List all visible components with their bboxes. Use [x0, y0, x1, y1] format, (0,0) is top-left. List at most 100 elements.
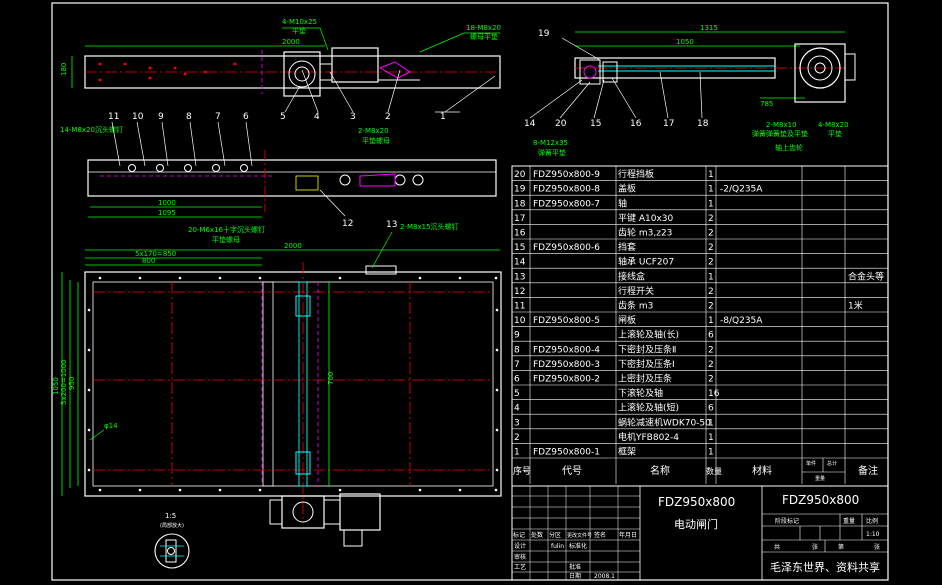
bom-cell-no: 18	[514, 199, 526, 209]
bom-header-name: 名称	[650, 464, 670, 477]
front-dim-top-a: 5x170=850	[135, 250, 176, 258]
tb-standard: 标准化	[569, 542, 587, 550]
bom-cell-name: 挡套	[618, 241, 636, 253]
bom-header: 序号 代号 名称 数量 材料 单件 总计 重量 备注	[513, 460, 878, 482]
side-part-15: 15	[590, 119, 601, 129]
bom-cell-material: -8/Q235A	[720, 316, 763, 326]
side-flange	[844, 53, 856, 81]
bom-cell-no: 6	[514, 375, 520, 385]
bom-cell-name: 齿条 m3	[618, 300, 653, 312]
detail-label: (局部放大)	[160, 522, 184, 529]
bom-cell-no: 11	[514, 302, 525, 312]
top-leader-nuts: 螺母平垫	[470, 32, 498, 41]
tb-footer: 毛泽东世界、资料共享	[770, 560, 880, 574]
tb-designer: fulin	[551, 543, 564, 550]
section-part-7: 7	[215, 112, 221, 122]
bom-cell-qty: 2	[708, 243, 714, 253]
bom-cell-code: FDZ950x800-6	[533, 243, 600, 253]
front-inner-frame	[92, 281, 494, 487]
tb-page-label: 第	[838, 543, 844, 551]
bom-cell-name: 齿轮 m3,z23	[618, 227, 672, 239]
side-leader-washer: 弹簧平垫	[538, 148, 566, 157]
bom-cell-qty: 2	[708, 229, 714, 239]
tb-approve: 批准	[569, 563, 581, 571]
front-motor-box	[343, 529, 363, 547]
top-gear-hub	[294, 66, 310, 82]
side-part-17: 17	[663, 119, 674, 129]
bom-cell-qty: 1	[708, 316, 714, 326]
front-dim-width: 2000	[284, 242, 302, 250]
bom-cell-name: 闸板	[618, 314, 636, 326]
side-leader-bolt3: 4-M8x20	[818, 121, 849, 129]
bom-cell-qty: 2	[708, 302, 714, 312]
tb-date-label: 日期	[569, 572, 581, 580]
front-shaft	[298, 281, 308, 487]
tb-zone: 分区	[549, 531, 561, 539]
front-view: 2000 5x170=850 800	[52, 220, 502, 547]
section-rack	[295, 175, 319, 191]
bom-cell-qty: 2	[708, 375, 714, 385]
bom-cell-qty: 1	[708, 170, 714, 180]
bom-cell-name: 蜗轮减速机WDK70-50	[618, 416, 711, 428]
bom-cell-qty: 1	[708, 418, 714, 428]
top-motor-hidden	[378, 61, 411, 79]
bom-cell-name: 平键 A10x30	[618, 212, 674, 224]
tb-sign: 签名	[594, 531, 606, 539]
side-leader-gear: 轴上齿轮	[775, 143, 803, 152]
top-dim-2000: 2000	[282, 38, 300, 46]
side-dim-overall: 1315	[700, 24, 718, 32]
bom-cell-name: 电机YFB802-4	[618, 431, 679, 443]
bom-header-code: 代号	[562, 465, 582, 477]
tb-mark: 标记	[513, 531, 525, 539]
tb-ratio: 比例	[866, 517, 878, 525]
bom-cell-no: 16	[514, 229, 526, 239]
bom-cell-note: 合金头等	[848, 270, 884, 282]
drawing-code-repeat: FDZ950x800	[782, 493, 859, 507]
bom-cell-no: 15	[514, 243, 525, 253]
bom-header-total: 总计	[827, 460, 837, 467]
bom-cell-no: 12	[514, 287, 525, 297]
front-part-13: 13	[386, 220, 397, 230]
top-part-5: 5	[280, 112, 286, 122]
side-part-14: 14	[524, 119, 536, 129]
section-part-12: 12	[342, 219, 353, 229]
bom-cell-name: 接线盒	[618, 270, 645, 282]
bom-cell-code: FDZ950x800-1	[533, 448, 600, 458]
top-motor	[331, 47, 379, 83]
tb-count: 处数	[531, 531, 543, 539]
section-part-9: 9	[158, 112, 164, 122]
tb-total-label: 共	[774, 543, 780, 551]
bom-cell-no: 10	[514, 316, 526, 326]
bom-cell-name: 行程开关	[618, 285, 654, 297]
top-part-2: 2	[385, 112, 391, 122]
bom-cell-qty: 2	[708, 287, 714, 297]
tb-sheet-label: 张	[812, 543, 818, 551]
bom-cell-no: 14	[514, 258, 526, 268]
section-leader-bolt: 2-M8x20	[358, 127, 389, 135]
section-view: 1000 1095 14-M8x20沉头螺钉 2-M8x20 平垫螺母 20-M…	[60, 112, 497, 244]
bom-cell-code: FDZ950x800-5	[533, 316, 600, 326]
bom-cell-no: 5	[514, 389, 520, 399]
top-leader-washer: 平垫	[292, 26, 306, 35]
tb-change: 更改文件号	[567, 532, 592, 539]
bom-header-no: 序号	[513, 465, 531, 477]
bom-header-unit: 单件	[806, 460, 816, 467]
side-dim-offset: 785	[760, 100, 773, 108]
bom-cell-name: 轴	[618, 197, 627, 209]
bom-cell-qty: 6	[708, 404, 714, 414]
front-flange	[269, 499, 283, 525]
top-leader-bolts: 4-M10x25	[282, 18, 317, 26]
bom-cell-material: -2/Q235A	[720, 185, 763, 195]
front-divider	[262, 281, 274, 487]
bom-cell-qty: 16	[708, 389, 720, 399]
bom-cell-qty: 2	[708, 345, 714, 355]
detail-view: 1:5 (局部放大)	[154, 512, 190, 569]
front-dim-top-b: 800	[142, 257, 155, 265]
side-wheel-hub	[814, 62, 826, 74]
section-hidden-shape	[359, 173, 396, 187]
top-view-holes	[98, 62, 237, 82]
bom-cell-qty: 1	[708, 199, 714, 209]
top-part-1: 1	[440, 112, 446, 122]
